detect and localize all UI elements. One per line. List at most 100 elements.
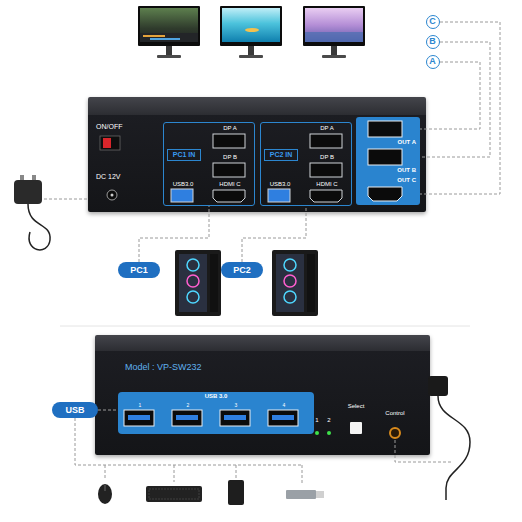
usb-tongue xyxy=(224,415,246,420)
node-text: C xyxy=(427,16,438,27)
remote-cable xyxy=(438,396,470,500)
power-switch xyxy=(100,136,120,150)
node-text: 2 xyxy=(325,417,333,424)
tower-fan xyxy=(284,275,296,287)
monitor-stand xyxy=(248,46,254,55)
timeline-strip xyxy=(140,33,198,42)
adapter-prong xyxy=(32,175,36,182)
pc-tower xyxy=(175,250,221,316)
power-adapter xyxy=(14,180,42,204)
usb-stick-plug xyxy=(316,491,324,498)
usb-hub-ports: USB 3.01234 xyxy=(118,392,314,434)
adapter-cable xyxy=(28,204,50,250)
node-text: 1 xyxy=(134,402,146,408)
usb-port xyxy=(172,410,202,426)
monitor-stand xyxy=(166,46,172,55)
usb-port xyxy=(268,410,298,426)
node-text: DC 12V xyxy=(96,173,140,181)
usb-label: USB xyxy=(52,402,98,418)
timeline-bar xyxy=(143,35,165,37)
node-text: OUT C xyxy=(366,177,416,184)
adapter-prong xyxy=(20,175,24,182)
tower-fan xyxy=(187,291,199,303)
mouse xyxy=(98,484,112,504)
switch-rocker xyxy=(103,138,111,148)
device-leader xyxy=(236,465,237,478)
monitor-stand xyxy=(331,46,337,55)
device-leader xyxy=(174,465,175,482)
dashed-connector xyxy=(420,62,480,129)
timeline-bar xyxy=(150,38,180,40)
node-text: HDMI C xyxy=(309,181,345,188)
pc-input-group: PC2 INDP ADP BUSB3.0HDMI C xyxy=(260,122,352,206)
dashed-connector xyxy=(98,410,118,411)
node-text: OUT A xyxy=(366,139,416,146)
select-button xyxy=(350,422,362,434)
dp-port xyxy=(213,134,245,148)
kayak xyxy=(245,28,259,32)
callout-letter: B xyxy=(426,35,440,49)
node-text: DP A xyxy=(214,125,246,132)
tower-fan xyxy=(284,291,296,303)
status-led xyxy=(315,431,319,435)
node-text: 1 xyxy=(313,417,321,424)
tower-glass xyxy=(276,254,304,312)
node-text: HDMI C xyxy=(212,181,248,188)
usb-stick xyxy=(286,490,316,499)
pc-label: PC2 xyxy=(221,262,263,278)
node-text: USB xyxy=(52,402,98,418)
usb-port xyxy=(171,189,193,202)
monitor-base xyxy=(322,55,346,58)
device-leader xyxy=(105,465,106,480)
pc-input-group: PC1 IN DP A DP B USB3.0 HDMI C xyxy=(163,122,255,206)
node-text: USB3.0 xyxy=(166,181,200,188)
monitor-frame xyxy=(138,6,200,46)
node-text: Model : VP-SW232 xyxy=(125,362,255,373)
power-leader xyxy=(44,199,88,200)
dp-port xyxy=(368,149,402,165)
node-text: USB3.0 xyxy=(263,181,297,188)
monitor-base xyxy=(239,55,263,58)
usb-tongue xyxy=(176,415,198,420)
status-led xyxy=(327,431,331,435)
wired-remote xyxy=(428,376,448,396)
node-text: PC2 IN xyxy=(264,149,298,161)
node-text: DP B xyxy=(214,154,246,161)
callout-letter: C xyxy=(426,15,440,29)
tower-fan xyxy=(187,259,199,271)
output-group: OUT A OUT B OUT C xyxy=(356,117,420,205)
device-leader xyxy=(302,465,303,485)
node-text: DP B xyxy=(311,154,343,161)
node-text: A xyxy=(427,56,438,67)
dp-port xyxy=(310,163,342,177)
node-text: PC1 IN xyxy=(167,149,201,161)
dashed-connector xyxy=(242,206,306,262)
hard-drive xyxy=(228,480,244,505)
monitor-screen xyxy=(140,8,198,42)
remote-leader xyxy=(395,440,452,462)
control-jack xyxy=(390,428,400,438)
hdmi-port xyxy=(310,190,342,202)
hdmi-port xyxy=(368,187,402,201)
monitor-frame xyxy=(303,6,365,46)
node-text: USB 3.0 xyxy=(196,393,236,400)
dc-pin xyxy=(111,194,114,197)
dp-port xyxy=(213,163,245,177)
node-text: PC2 xyxy=(221,262,263,278)
dp-port xyxy=(310,134,342,148)
monitor-screen xyxy=(305,8,363,42)
node-text: 4 xyxy=(278,402,290,408)
monitor-base xyxy=(157,55,181,58)
node-text: B xyxy=(427,36,438,47)
node-text: Select xyxy=(341,403,371,410)
dashed-connector xyxy=(420,22,500,194)
tower-front xyxy=(210,254,218,312)
device-leader xyxy=(75,418,302,465)
dashed-connector xyxy=(139,206,209,262)
usb-port xyxy=(268,189,290,202)
node-text: OUT B xyxy=(366,167,416,174)
dp-port xyxy=(368,121,402,137)
tower-fan xyxy=(284,259,296,271)
node-text: Control xyxy=(375,410,415,417)
keyboard xyxy=(146,486,202,502)
